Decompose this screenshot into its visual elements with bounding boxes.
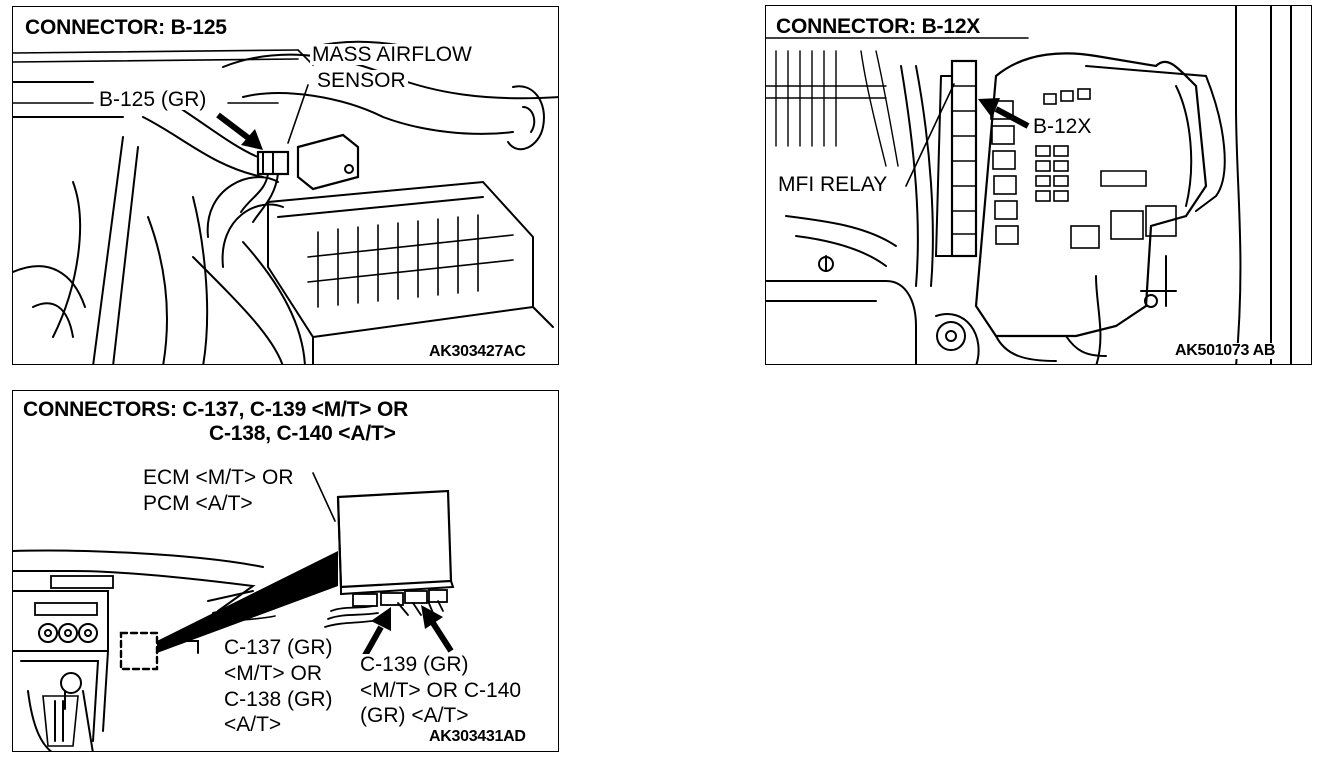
callout-mass-airflow-sensor-line2: SENSOR xyxy=(315,69,408,92)
relay-box-illustration xyxy=(766,6,1292,364)
panel-title-line2: C-138, C-140 <A/T> xyxy=(209,422,396,445)
figure-code: AK501073 AB xyxy=(1173,342,1278,359)
engine-bay-illustration xyxy=(13,40,558,364)
callout-c139-line3: (GR) <A/T> xyxy=(358,704,471,727)
panel-title-line1: CONNECTORS: C-137, C-139 <M/T> OR xyxy=(23,398,409,421)
panel-title: CONNECTOR: B-125 xyxy=(23,16,229,39)
callout-c137-line2: <M/T> OR xyxy=(222,662,325,685)
callout-connector-b125: B-125 (GR) xyxy=(97,88,209,111)
callout-c137-line3: C-138 (GR) xyxy=(222,688,335,711)
callout-ecm-pcm-line2: PCM <A/T> xyxy=(141,492,255,515)
callout-c139-line1: C-139 (GR) xyxy=(358,653,471,676)
figure-code: AK303427AC xyxy=(427,343,528,360)
callout-c137-line1: C-137 (GR) xyxy=(222,636,335,659)
dashboard-ecm-illustration xyxy=(13,472,455,751)
figure-code: AK303431AD xyxy=(427,728,528,745)
callout-mass-airflow-sensor-line1: MASS AIRFLOW xyxy=(310,43,474,66)
panel-connectors-c137-c140: CONNECTORS: C-137, C-139 <M/T> OR C-138,… xyxy=(12,390,559,752)
callout-ecm-pcm-line1: ECM <M/T> OR xyxy=(141,466,296,489)
callout-connector-b12x: B-12X xyxy=(1031,115,1094,138)
callout-c137-line4: <A/T> xyxy=(222,713,284,736)
panel-title: CONNECTOR: B-12X xyxy=(774,15,983,38)
panel-connector-b12x: CONNECTOR: B-12X B-12X MFI RELAY AK50107… xyxy=(765,5,1312,365)
panel-connector-b125: CONNECTOR: B-125 MASS AIRFLOW SENSOR B-1… xyxy=(12,6,559,365)
callout-mfi-relay: MFI RELAY xyxy=(776,173,890,196)
callout-c139-line2: <M/T> OR C-140 xyxy=(358,679,524,702)
